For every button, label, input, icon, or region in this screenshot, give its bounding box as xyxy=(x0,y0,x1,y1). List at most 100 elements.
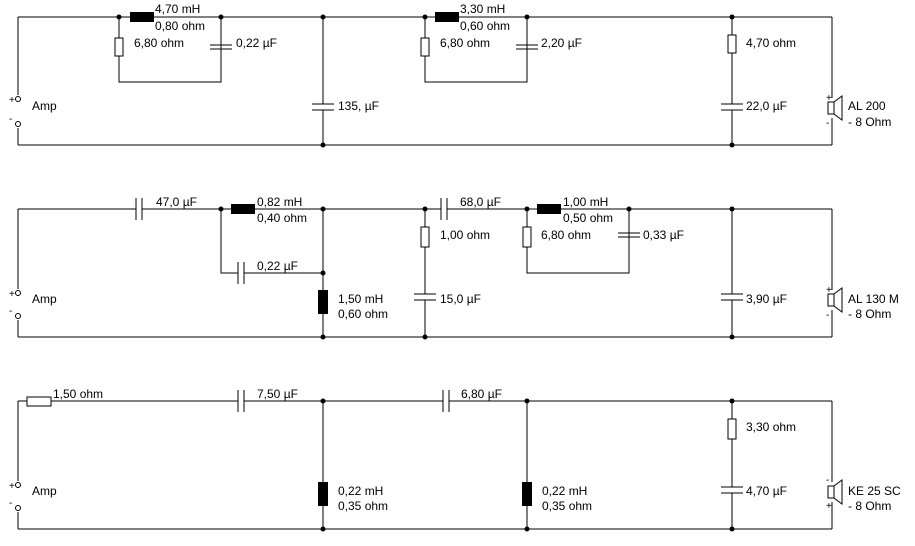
inductor-value: 0,22 mH xyxy=(542,484,587,498)
junction-dot xyxy=(422,206,428,212)
inductor-resistance: 0,35 ohm xyxy=(338,499,388,513)
amp-terminal xyxy=(15,482,21,488)
svg-text:-: - xyxy=(826,118,829,129)
resistor xyxy=(114,37,124,57)
inductor-value: 3,30 mH xyxy=(460,2,505,16)
amp-label: Amp xyxy=(32,292,57,306)
resistor xyxy=(727,34,737,54)
resistor-value: 1,00 ohm xyxy=(440,228,490,242)
capacitor-value: 0,22 µF xyxy=(236,36,277,50)
svg-text:+: + xyxy=(9,481,15,492)
resistor-value: 1,50 ohm xyxy=(53,387,103,401)
resistor xyxy=(727,418,737,440)
resistor xyxy=(420,226,430,248)
capacitor-value: 0,22 µF xyxy=(257,259,298,273)
speaker-label: AL 130 M xyxy=(848,292,899,306)
junction-dot xyxy=(524,526,530,532)
capacitor-value: 135, µF xyxy=(338,99,379,113)
resistor-value: 4,70 ohm xyxy=(746,36,796,50)
capacitor-value: 22,0 µF xyxy=(746,99,787,113)
capacitor-value: 4,70 µF xyxy=(746,484,787,498)
speaker-icon xyxy=(827,95,843,121)
resistor-value: 6,80 ohm xyxy=(541,228,591,242)
svg-text:+: + xyxy=(826,501,832,512)
svg-text:+: + xyxy=(9,289,15,300)
resistor xyxy=(26,396,52,407)
speaker-impedance: - 8 Ohm xyxy=(848,499,891,513)
inductor-value: 0,22 mH xyxy=(338,484,383,498)
junction-dot xyxy=(729,14,735,20)
svg-text:-: - xyxy=(826,475,829,486)
amp-label: Amp xyxy=(32,99,57,113)
junction-dot xyxy=(320,270,326,276)
amp-terminal xyxy=(15,96,21,102)
capacitor-value: 0,33 µF xyxy=(643,228,684,242)
junction-dot xyxy=(320,398,326,404)
svg-text:-: - xyxy=(826,310,829,321)
circuit-1 xyxy=(17,16,833,146)
junction-dot xyxy=(218,206,224,212)
svg-text:+: + xyxy=(826,285,832,296)
resistor-value: 3,30 ohm xyxy=(746,420,796,434)
speaker-impedance: - 8 Ohm xyxy=(848,115,891,129)
inductor xyxy=(318,482,328,506)
inductor-value: 4,70 mH xyxy=(155,2,200,16)
resistor-value: 6,80 ohm xyxy=(134,36,184,50)
capacitor-value: 47,0 µF xyxy=(156,195,197,209)
inductor xyxy=(522,482,532,506)
amp-terminal xyxy=(15,505,21,511)
inductor-value: 0,82 mH xyxy=(257,195,302,209)
junction-dot xyxy=(422,14,428,20)
svg-text:+: + xyxy=(9,95,15,106)
junction-dot xyxy=(320,206,326,212)
junction-dot xyxy=(116,14,122,20)
capacitor-value: 6,80 µF xyxy=(461,387,502,401)
inductor-value: 1,50 mH xyxy=(338,292,383,306)
speaker-label: AL 200 xyxy=(848,99,886,113)
speaker-label: KE 25 SC xyxy=(848,484,901,498)
capacitor-value: 7,50 µF xyxy=(257,387,298,401)
capacitor-value: 15,0 µF xyxy=(440,292,481,306)
speaker-impedance: - 8 Ohm xyxy=(848,307,891,321)
junction-dot xyxy=(729,142,735,148)
junction-dot xyxy=(320,142,326,148)
capacitor-value: 68,0 µF xyxy=(460,195,501,209)
junction-dot xyxy=(422,334,428,340)
junction-dot xyxy=(729,398,735,404)
capacitor-value: 2,20 µF xyxy=(541,36,582,50)
inductor-resistance: 0,60 ohm xyxy=(460,19,510,33)
inductor-resistance: 0,80 ohm xyxy=(155,19,205,33)
amp-terminal xyxy=(15,290,21,296)
junction-dot xyxy=(729,206,735,212)
junction-dot xyxy=(320,526,326,532)
junction-dot xyxy=(729,526,735,532)
inductor xyxy=(231,204,255,214)
inductor-resistance: 0,40 ohm xyxy=(257,211,307,225)
resistor-value: 6,80 ohm xyxy=(440,36,490,50)
svg-text:-: - xyxy=(9,306,12,317)
inductor xyxy=(537,204,561,214)
circuit-3 xyxy=(17,390,833,530)
amp-terminal xyxy=(15,313,21,319)
inductor-value: 1,00 mH xyxy=(563,195,608,209)
inductor xyxy=(130,12,154,22)
amp-label: Amp xyxy=(32,484,57,498)
svg-text:-: - xyxy=(9,114,12,125)
resistor xyxy=(420,37,430,57)
junction-dot xyxy=(524,398,530,404)
inductor-resistance: 0,35 ohm xyxy=(542,499,592,513)
inductor xyxy=(318,290,328,314)
speaker-icon xyxy=(827,287,843,313)
junction-dot xyxy=(729,334,735,340)
inductor-resistance: 0,60 ohm xyxy=(338,307,388,321)
junction-dot xyxy=(218,14,224,20)
junction-dot xyxy=(320,334,326,340)
speaker-icon xyxy=(827,479,843,505)
junction-dot xyxy=(626,206,632,212)
junction-dot xyxy=(524,14,530,20)
inductor xyxy=(435,12,459,22)
junction-dot xyxy=(524,206,530,212)
amp-terminal xyxy=(15,121,21,127)
circuit-2 xyxy=(17,198,833,338)
junction-dot xyxy=(320,14,326,20)
